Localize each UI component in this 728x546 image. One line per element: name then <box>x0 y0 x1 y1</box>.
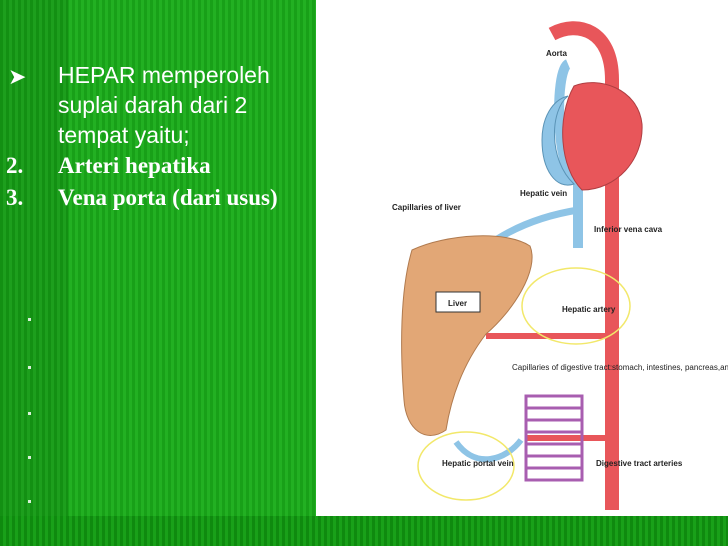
hepatic-portal-vein-vessel <box>453 438 524 463</box>
highlight-circle-portal-vein <box>417 431 515 501</box>
diagram-panel: Aorta Hepatic vein Capillaries of liver … <box>316 0 728 516</box>
hepatic-vein-label: Hepatic vein <box>520 189 567 198</box>
liver-label-box <box>435 291 481 313</box>
bullet-item: ➤ HEPAR memperoleh suplai darah dari 2 t… <box>4 60 310 150</box>
aorta-vessel <box>548 21 619 510</box>
inferior-vena-cava-label: Inferior vena cava <box>594 225 663 234</box>
slide-text: ➤ HEPAR memperoleh suplai darah dari 2 t… <box>4 60 310 214</box>
decor-dot <box>28 412 31 415</box>
decor-dot <box>28 318 31 321</box>
numbered-item: 2. Arteri hepatika <box>4 150 310 182</box>
capillaries-liver-label: Capillaries of liver <box>392 203 461 212</box>
bullet-text: HEPAR memperoleh suplai darah dari 2 tem… <box>58 62 270 148</box>
liver-label: Liver <box>448 299 467 308</box>
decor-dot <box>28 456 31 459</box>
digestive-tract-arteries-label: Digestive tract arteries <box>596 459 683 468</box>
slide-left-band <box>0 0 68 546</box>
item-number: 2. <box>6 153 24 178</box>
capillaries-digestive-label: Capillaries of digestive tract:stomach, … <box>512 363 728 372</box>
numbered-item: 3. Vena porta (dari usus) <box>4 182 310 214</box>
highlight-circle-hepatic-artery <box>521 267 631 345</box>
item-number: 3. <box>6 185 24 210</box>
item-text: Arteri hepatika <box>58 153 211 178</box>
heart-right <box>562 82 643 191</box>
liver-shape <box>401 235 533 436</box>
decor-dot <box>28 500 31 503</box>
circulation-diagram: Aorta Hepatic vein Capillaries of liver … <box>392 21 728 510</box>
heart-left <box>541 95 575 186</box>
hepatic-portal-vein-label: Hepatic portal vein <box>442 459 514 468</box>
arrow-bullet-icon: ➤ <box>8 64 27 89</box>
decor-dot <box>28 366 31 369</box>
digestive-capillaries <box>524 394 584 482</box>
aorta-label: Aorta <box>546 49 567 58</box>
item-text: Vena porta (dari usus) <box>58 185 278 210</box>
hepatic-artery-label: Hepatic artery <box>562 305 616 314</box>
slide-bottom-bar <box>0 516 728 546</box>
